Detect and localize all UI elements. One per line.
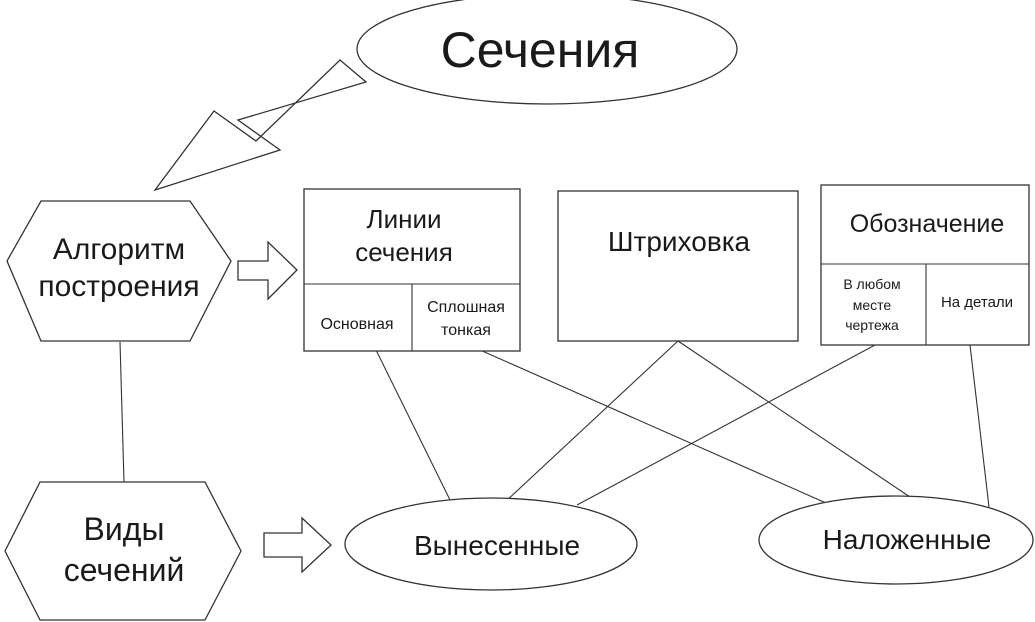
types-octagon (4, 481, 242, 621)
connector-main-line-removed (375, 349, 453, 505)
types-label-line2: сечений (64, 552, 185, 588)
superimposed-label: Наложенные (823, 524, 992, 555)
section-lines-thin-line1: Сплошная (427, 299, 505, 316)
designation-on-part: На детали (941, 294, 1013, 311)
designation-anywhere-line1: В любом (843, 276, 900, 292)
arrow-right-icon (263, 516, 332, 574)
section-lines-main: Основная (320, 316, 393, 333)
superimposed-ellipse (758, 495, 1034, 585)
algorithm-label-line1: Алгоритм (53, 233, 185, 266)
connector-thin-line-superimposed (479, 349, 827, 504)
types-label-line1: Виды (84, 511, 165, 547)
algorithm-label-line2: построения (38, 270, 199, 303)
section-lines-title-line2: сечения (355, 237, 453, 267)
hatching-box (557, 190, 799, 342)
arrow-right-icon (237, 240, 298, 301)
big-arrow-icon (153, 59, 368, 192)
hatching-label: Штриховка (608, 226, 751, 257)
designation-anywhere-line3: чертежа (845, 317, 899, 333)
section-lines-thin-line2: тонкая (441, 322, 491, 339)
designation-anywhere-line2: месте (853, 297, 892, 313)
title-text: Сечения (441, 22, 640, 78)
removed-label: Вынесенные (414, 530, 580, 561)
connector-on-part-superimposed (969, 344, 990, 508)
connector-algorithm-types (119, 341, 125, 483)
section-lines-title-line1: Линии (367, 204, 442, 234)
designation-box (820, 184, 1030, 346)
title-ellipse (356, 0, 738, 105)
removed-ellipse (344, 497, 638, 591)
algorithm-octagon (6, 200, 232, 342)
connector-hatching-superimposed (677, 340, 911, 498)
connector-hatching-removed (503, 340, 679, 504)
designation-title: Обозначение (850, 210, 1005, 238)
connector-anywhere-removed (576, 344, 876, 506)
